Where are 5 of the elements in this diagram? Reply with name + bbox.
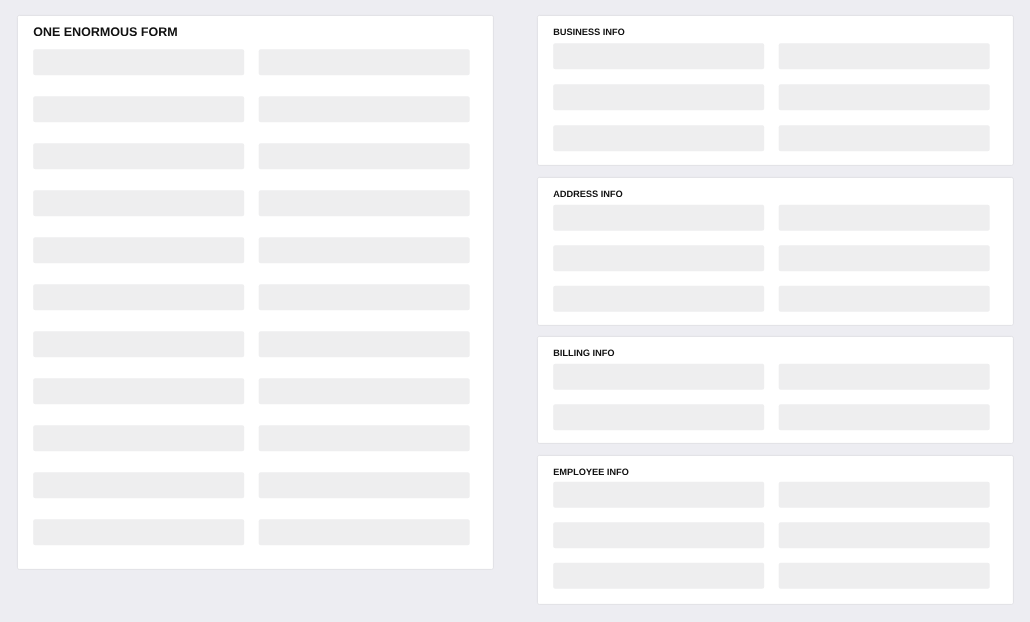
- section-heading: BUSINESS INFO: [553, 28, 625, 36]
- section-heading: ONE ENORMOUS FORM: [33, 27, 177, 37]
- section-heading: ADDRESS INFO: [553, 190, 623, 198]
- section-heading: BILLING INFO: [553, 349, 615, 357]
- section-heading: EMPLOYEE INFO: [553, 468, 629, 476]
